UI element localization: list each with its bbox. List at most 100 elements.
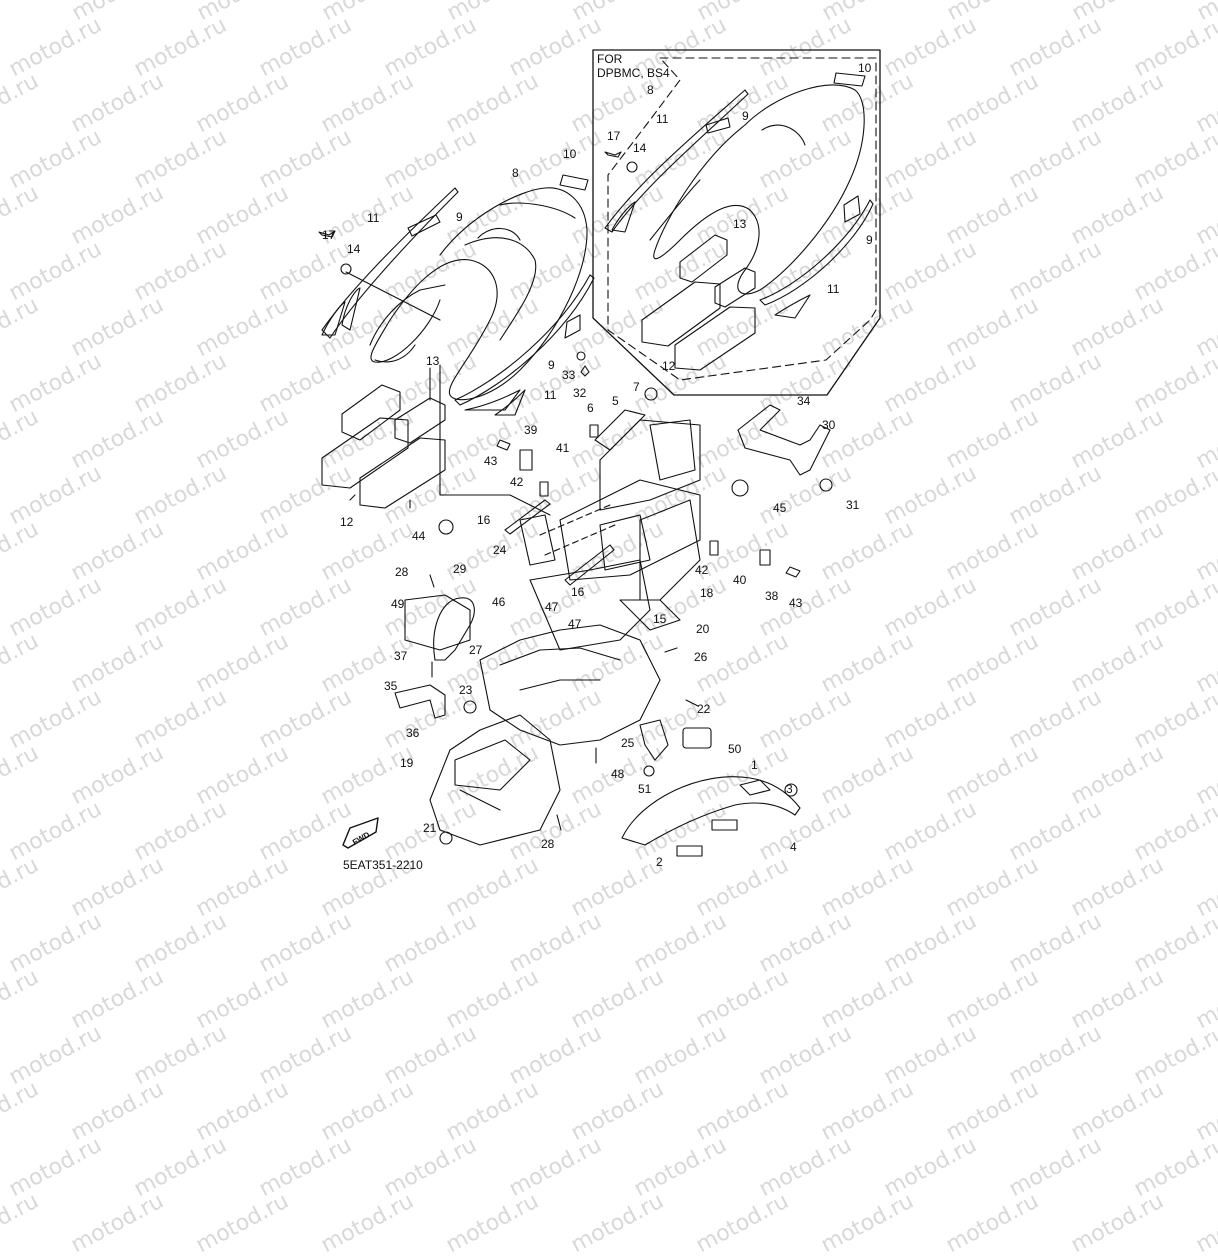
callout-1: 1 <box>751 758 758 772</box>
watermark-text: motod.ru <box>880 1020 981 1091</box>
callout-14: 14 <box>347 242 361 256</box>
callout-34: 34 <box>797 394 811 408</box>
callout-43: 43 <box>484 454 498 468</box>
callout-15: 15 <box>653 612 667 626</box>
bracket-30 <box>737 404 831 476</box>
subframe-bars <box>504 499 615 586</box>
watermark-text: motod.ru <box>692 1188 793 1258</box>
rear-frame <box>519 409 701 651</box>
watermark-text: motod.ru <box>130 1020 231 1091</box>
watermark-text: motod.ru <box>442 1188 543 1258</box>
callout-30: 30 <box>822 418 836 432</box>
callout-28: 28 <box>541 837 555 851</box>
watermark-text: motod.ru <box>692 1076 793 1147</box>
callout-23: 23 <box>459 683 473 697</box>
inset-frame <box>592 49 881 396</box>
callout-45: 45 <box>773 501 787 515</box>
watermark-text: motod.ru <box>942 1076 1043 1147</box>
watermark-text: motod.ru <box>1067 964 1168 1035</box>
callout-12: 12 <box>662 359 676 373</box>
inset-dashed-outline <box>607 57 877 381</box>
callout-39: 39 <box>524 423 538 437</box>
fwd-arrow-icon <box>342 817 379 849</box>
watermark-text: motod.ru <box>192 1188 293 1258</box>
watermark-text: motod.ru <box>942 964 1043 1035</box>
watermark-text: motod.ru <box>817 964 918 1035</box>
callout-10: 10 <box>563 147 577 161</box>
inset-stripes <box>604 72 874 319</box>
callout-28: 28 <box>395 565 409 579</box>
watermark-text: motod.ru <box>1192 964 1218 1035</box>
watermark-text: motod.ru <box>630 1020 731 1091</box>
watermark-text: motod.ru <box>1130 1020 1218 1091</box>
callout-8: 8 <box>647 83 654 97</box>
inset-note-line-2: DPBMC, BS4 <box>597 66 670 80</box>
watermark-text: motod.ru <box>1005 1132 1106 1203</box>
callout-7: 7 <box>633 380 640 394</box>
watermark-text: motod.ru <box>317 1188 418 1258</box>
inset-fasteners <box>604 151 638 173</box>
callout-27: 27 <box>469 643 483 657</box>
callout-3: 3 <box>786 782 793 796</box>
callout-32: 32 <box>573 386 587 400</box>
watermark-text: motod.ru <box>0 964 43 1035</box>
watermark-text: motod.ru <box>67 1188 168 1258</box>
callout-49: 49 <box>391 597 405 611</box>
callout-42: 42 <box>695 563 709 577</box>
watermark-text: motod.ru <box>755 1132 856 1203</box>
watermark-text: motod.ru <box>1130 1132 1218 1203</box>
callout-24: 24 <box>493 543 507 557</box>
callout-33: 33 <box>562 368 576 382</box>
callout-9: 9 <box>548 358 555 372</box>
watermark-text: motod.ru <box>505 1020 606 1091</box>
callout-19: 19 <box>400 756 414 770</box>
watermark-text: motod.ru <box>5 908 106 979</box>
watermark-text: motod.ru <box>192 1076 293 1147</box>
watermark-text: motod.ru <box>942 1188 1043 1258</box>
watermark-text: motod.ru <box>817 1188 918 1258</box>
watermark-text: motod.ru <box>1005 1020 1106 1091</box>
callout-17: 17 <box>607 129 621 143</box>
callout-10: 10 <box>858 61 872 75</box>
watermark-text: motod.ru <box>255 1020 356 1091</box>
strap-35 <box>394 684 446 719</box>
callout-8: 8 <box>512 166 519 180</box>
watermark-text: motod.ru <box>442 964 543 1035</box>
callout-5: 5 <box>612 394 619 408</box>
watermark-text: motod.ru <box>817 1076 918 1147</box>
callout-11: 11 <box>656 112 669 126</box>
callout-18: 18 <box>700 586 714 600</box>
watermark-text: motod.ru <box>130 1132 231 1203</box>
inset-note-line-1: FOR <box>597 52 623 66</box>
watermark-text: motod.ru <box>5 1020 106 1091</box>
callout-2: 2 <box>656 855 663 869</box>
watermark-text: motod.ru <box>5 1132 106 1203</box>
callout-47: 47 <box>545 600 559 614</box>
watermark-text: motod.ru <box>67 964 168 1035</box>
watermark-text: motod.ru <box>67 1076 168 1147</box>
callout-17: 17 <box>322 228 336 242</box>
callout-14: 14 <box>633 141 647 155</box>
watermark-text: motod.ru <box>1005 908 1106 979</box>
watermark-text: motod.ru <box>1067 1188 1168 1258</box>
watermark-text: motod.ru <box>255 1132 356 1203</box>
watermark-text: motod.ru <box>630 908 731 979</box>
callout-9: 9 <box>456 210 463 224</box>
inset-seat-pads <box>641 234 756 371</box>
tail-light-box <box>429 714 561 846</box>
callout-48: 48 <box>611 767 625 781</box>
callout-44: 44 <box>412 529 426 543</box>
watermark-text: motod.ru <box>1192 1076 1218 1147</box>
callout-42: 42 <box>510 475 524 489</box>
inner-fender <box>479 624 661 746</box>
exploded-parts-drawing <box>318 49 881 857</box>
fasteners-left <box>318 230 590 377</box>
watermark-text: motod.ru <box>880 1132 981 1203</box>
callout-16: 16 <box>571 585 585 599</box>
watermark-text: motod.ru <box>0 1188 43 1258</box>
watermark-text: motod.ru <box>505 908 606 979</box>
callout-50: 50 <box>728 742 742 756</box>
watermark-text: motod.ru <box>1130 908 1218 979</box>
side-stripe-right <box>454 274 595 416</box>
watermark-text: motod.ru <box>317 1076 418 1147</box>
